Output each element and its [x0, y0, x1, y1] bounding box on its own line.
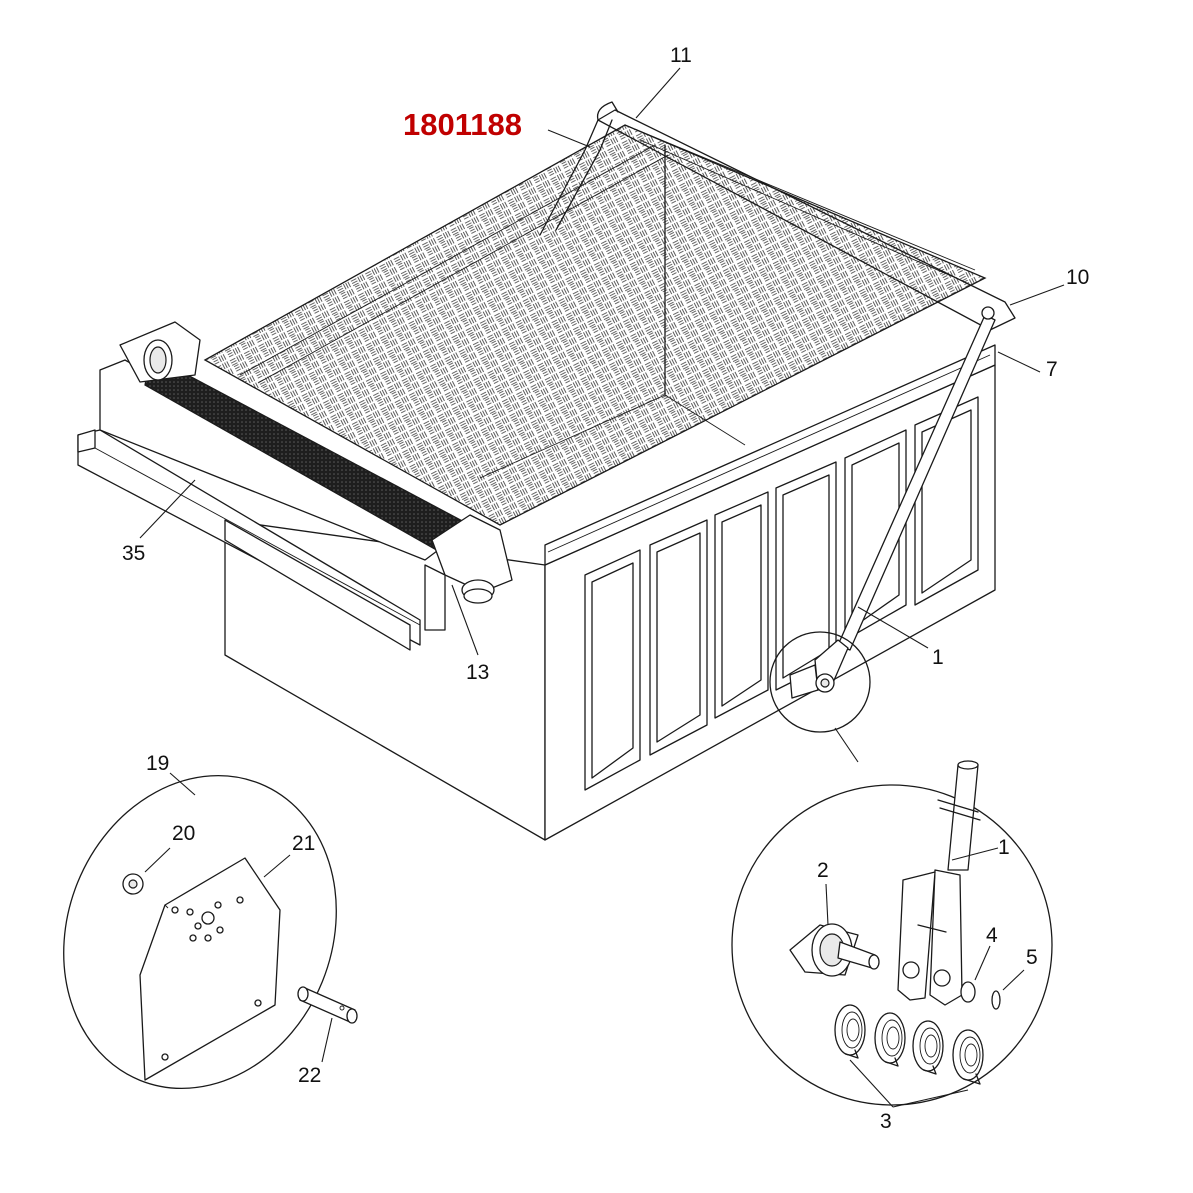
callout-2: 2: [817, 859, 829, 882]
callout-3: 3: [880, 1110, 892, 1133]
callout-1-main: 1: [932, 646, 944, 669]
callout-1-detail: 1: [998, 836, 1010, 859]
callout-5: 5: [1026, 946, 1038, 969]
callout-10: 10: [1066, 266, 1089, 289]
torsion-springs: [834, 1004, 984, 1085]
pivot-detail-view: [731, 760, 1053, 1106]
pivot-assembly: [769, 631, 871, 763]
trailer-body: [224, 344, 996, 841]
callout-4: 4: [986, 924, 998, 947]
clip-ring: [991, 990, 1001, 1010]
labels: 1801188 11 10 7 35 13 1 19 20 21 22 1 2 …: [122, 44, 1089, 1133]
highlight-part-number: 1801188: [403, 107, 522, 142]
detail-source-circle: [769, 631, 871, 733]
top-bow-frame: [539, 101, 1016, 651]
plate-detail-view: [63, 774, 358, 1090]
callout-22: 22: [298, 1064, 321, 1087]
front-roller-assembly: [77, 321, 513, 651]
washer: [960, 981, 976, 1003]
callout-7: 7: [1046, 358, 1058, 381]
callout-11: 11: [670, 44, 692, 67]
callout-35: 35: [122, 542, 145, 565]
leader-lines: [139, 67, 1065, 1108]
tarp-cover: [203, 124, 987, 526]
callout-13: 13: [466, 661, 489, 684]
callout-19: 19: [146, 752, 169, 775]
side-wall-panels: [584, 396, 979, 791]
callout-20: 20: [172, 822, 195, 845]
hub-flange: [789, 923, 880, 977]
callout-21: 21: [292, 832, 315, 855]
